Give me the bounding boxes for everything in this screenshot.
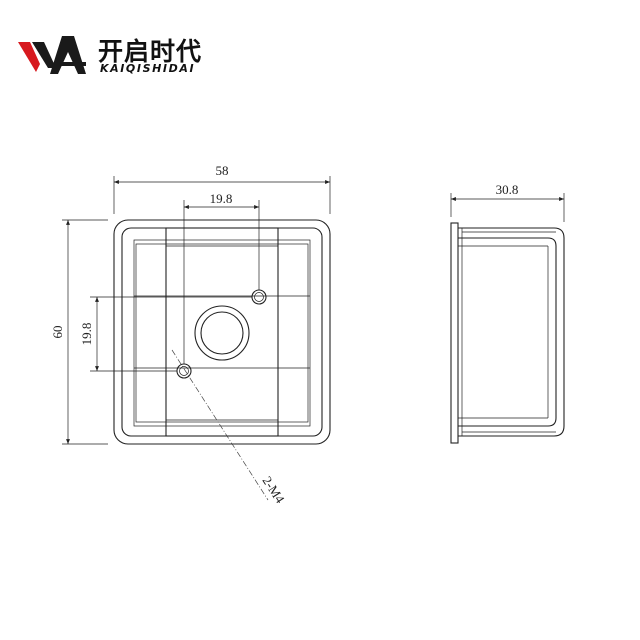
dim-height-60: 60 (50, 219, 108, 445)
logo-english-name: KAIQISHIDAI (100, 62, 196, 75)
dim-width-label: 58 (216, 163, 229, 178)
side-view (450, 222, 565, 444)
center-hole-inner (200, 311, 244, 355)
logo-chinese-name: 开启时代 (98, 37, 203, 66)
dim-width-58: 58 (113, 163, 331, 214)
dim-hole-h-label: 19.8 (210, 191, 233, 206)
dim-hole-spacing-horizontal: 19.8 (183, 191, 260, 364)
side-face-plate (450, 222, 459, 444)
dim-depth-30-8: 30.8 (450, 182, 565, 222)
front-plate (165, 227, 279, 437)
brand-logo: 开启时代 KAIQISHIDAI (18, 30, 218, 78)
dim-hole-v-label: 19.8 (79, 323, 94, 346)
front-flange (133, 239, 311, 427)
center-hole-outer (194, 305, 250, 361)
front-view (113, 219, 331, 501)
hole-callout-label: 2-M4 (259, 473, 288, 506)
front-inner-frame (121, 227, 323, 437)
mount-hole-top-right (251, 289, 267, 305)
front-flange-inner (135, 243, 309, 423)
dim-depth-label: 30.8 (496, 182, 519, 197)
side-body-inner (458, 237, 557, 427)
dim-height-label: 60 (50, 326, 65, 339)
logo-mark-icon (18, 36, 86, 74)
side-body-outer (458, 227, 565, 437)
hole-leader-line (171, 349, 269, 501)
dim-hole-spacing-vertical: 19.8 (79, 296, 252, 372)
front-outer-frame (113, 219, 331, 445)
